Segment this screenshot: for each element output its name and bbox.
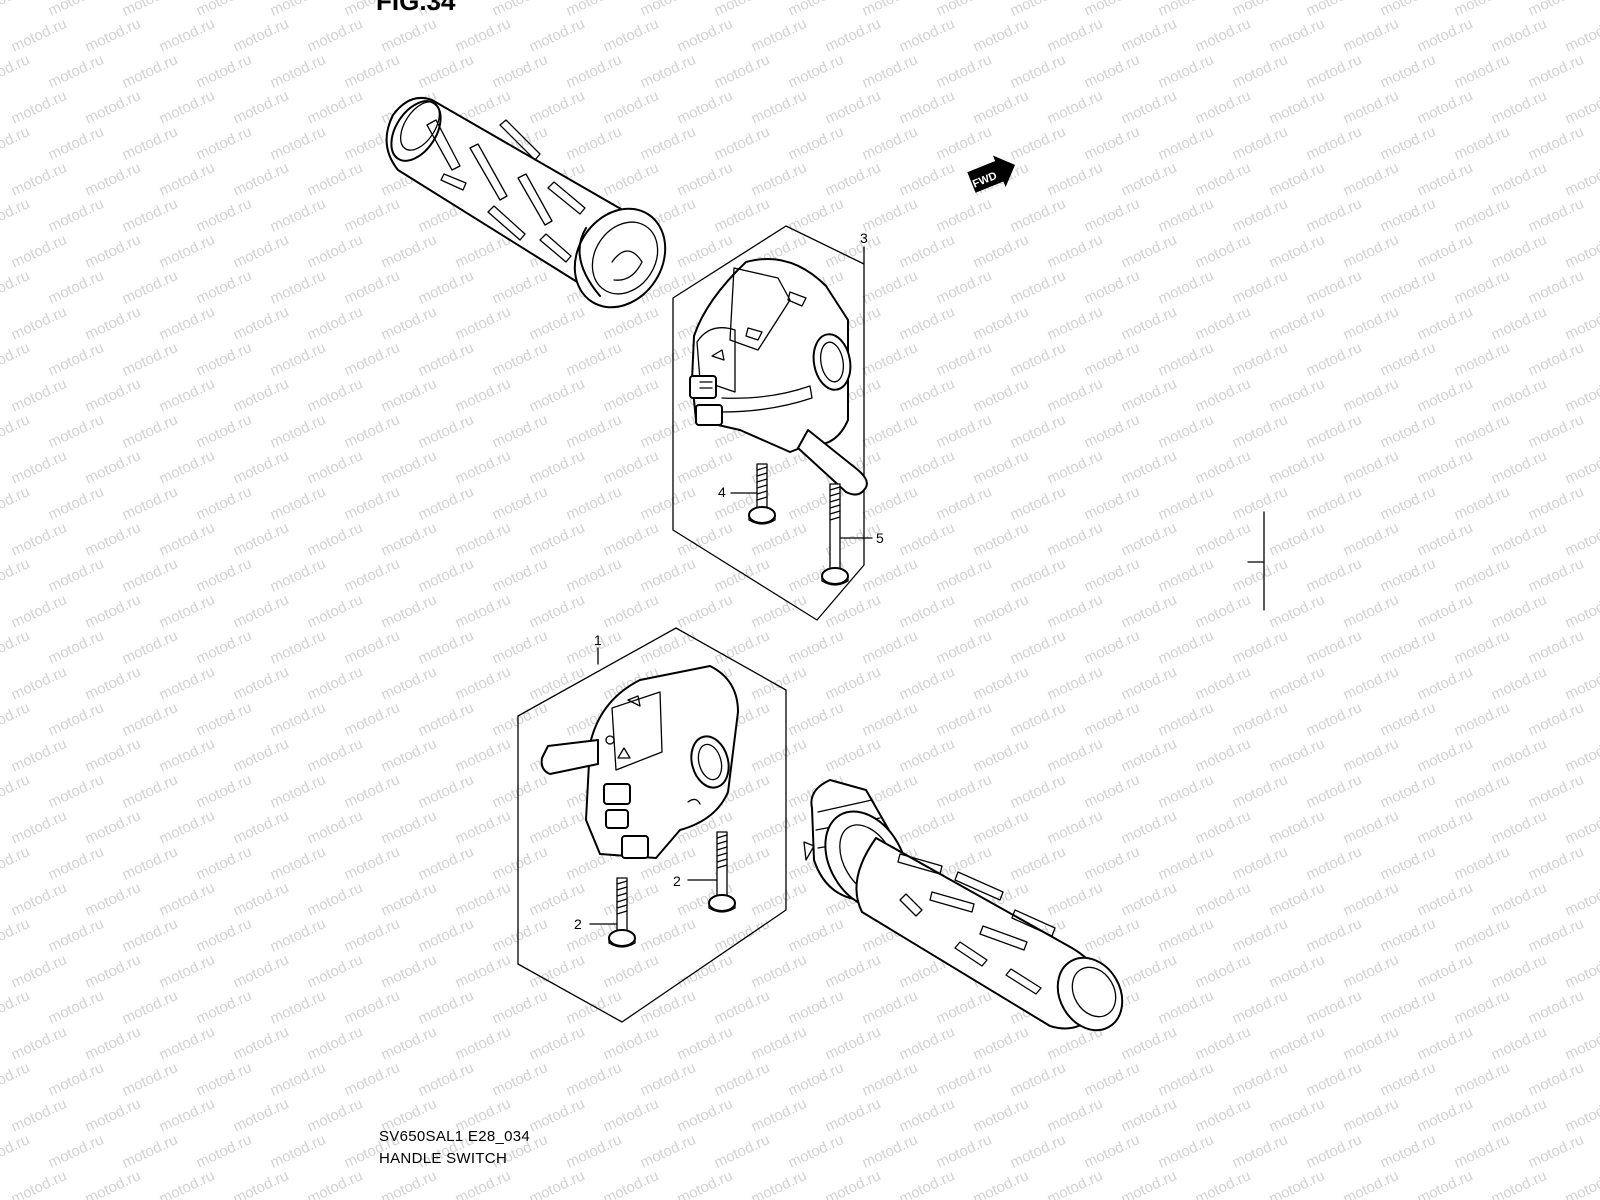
right-handle-switch: [689, 258, 868, 496]
screw-long: [821, 483, 849, 586]
callout-3: 3: [860, 230, 868, 246]
left-handle-switch: [540, 665, 739, 859]
callout-5: 5: [876, 530, 884, 546]
fwd-arrow-icon: [967, 155, 1016, 193]
diagram-caption: HANDLE SWITCH: [379, 1150, 508, 1167]
assembly-box-1: [517, 627, 787, 1023]
left-grip: [385, 96, 667, 309]
screw-2-right: [708, 831, 736, 913]
throttle-grip: [803, 779, 1124, 1032]
callout-2b: 2: [673, 873, 681, 889]
assembly-box-3: [672, 225, 865, 621]
reference-mark: [1247, 511, 1265, 611]
figure-title: FIG.34: [376, 0, 456, 16]
callout-2a: 2: [574, 916, 582, 932]
screw-short: [748, 463, 776, 525]
screw-2-left: [608, 877, 636, 948]
callout-1: 1: [594, 632, 602, 648]
callout-4: 4: [718, 484, 726, 500]
model-code: SV650SAL1 E28_034: [379, 1128, 531, 1145]
